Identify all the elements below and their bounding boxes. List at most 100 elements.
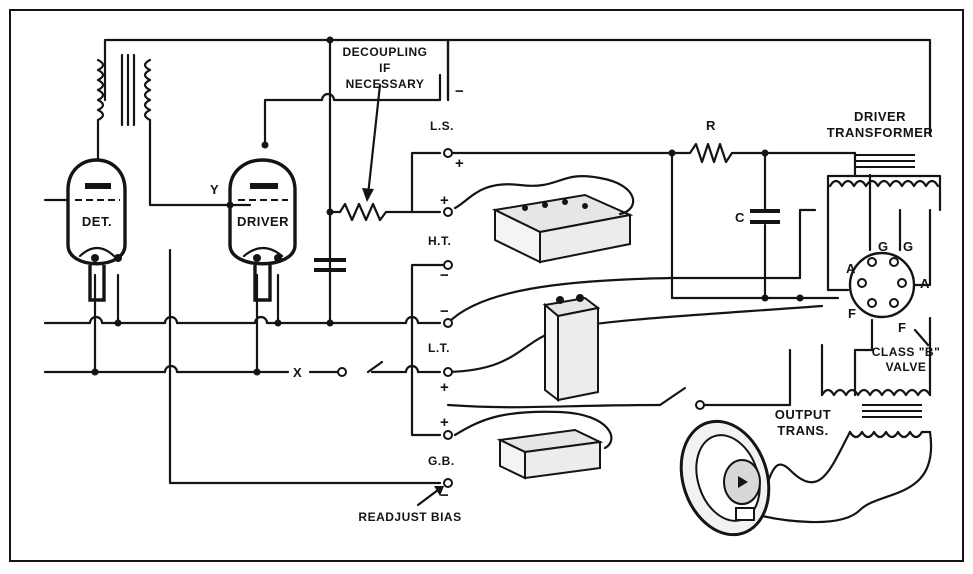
input-primary-coil — [96, 58, 105, 122]
class-b-label-1: CLASS "B" — [872, 345, 941, 359]
terminal-lt-plus — [443, 367, 453, 377]
wire-speaker-2 — [760, 430, 933, 524]
output-primary-coil — [820, 388, 932, 397]
det-pin-2 — [114, 254, 122, 262]
terminal-lt-minus — [443, 318, 453, 328]
wire-ct — [853, 318, 874, 397]
pin-f1-label: F — [848, 306, 856, 321]
wire-top-left — [103, 38, 332, 325]
decoupling-label-3: NECESSARY — [346, 77, 425, 91]
ls-minus-sign: − — [455, 83, 464, 100]
wire-switch2-right — [698, 348, 792, 407]
junction-decoupling — [326, 208, 334, 216]
wire-ht-minus — [410, 263, 450, 437]
decoupling-arrow-head — [362, 188, 374, 202]
plus-mid-sign: + — [440, 192, 449, 209]
output-trans-label-2: TRANS. — [777, 423, 828, 438]
gb-label: G.B. — [428, 454, 455, 468]
wire-lt-plus — [370, 364, 442, 374]
wire-anode-left — [826, 208, 850, 292]
output-transformer — [820, 388, 932, 439]
wire-lt-bus — [43, 364, 290, 374]
wire-top-right — [446, 38, 932, 137]
lt-battery-illustration — [542, 294, 601, 403]
r-label: R — [706, 118, 716, 133]
ls-label: L.S. — [430, 119, 454, 133]
wire-resistor-r — [670, 142, 767, 212]
lt-minus-sign: − — [440, 303, 449, 320]
driver-transformer-label-1: DRIVER — [854, 109, 906, 124]
det-base — [88, 265, 106, 302]
class-b-arrow — [913, 328, 930, 347]
bias-arrow-head — [434, 486, 444, 496]
loudspeaker-illustration — [679, 419, 771, 537]
input-transformer — [96, 53, 152, 127]
ls-plus-sign: + — [455, 155, 464, 172]
wire-y — [148, 118, 252, 207]
wire-anode-right — [910, 208, 932, 287]
det-valve-envelope — [66, 158, 127, 266]
switch-2-blade — [658, 386, 687, 407]
input-secondary-coil — [143, 58, 152, 122]
lt-label: L.T. — [428, 341, 450, 355]
pin-a2-label: A — [920, 276, 930, 291]
readjust-bias-label: READJUST BIAS — [358, 510, 461, 524]
junctions — [91, 36, 804, 376]
ht-minus-sign: − — [440, 267, 449, 284]
driver-trans-frame — [826, 174, 942, 212]
terminal-switch2 — [695, 400, 705, 410]
terminals — [337, 148, 705, 488]
class-b-valve — [848, 251, 916, 319]
c-label: C — [735, 210, 745, 225]
output-secondary-coil — [848, 430, 932, 439]
driver-transformer — [826, 154, 942, 212]
wire-gb — [168, 248, 442, 485]
coupling-capacitor — [314, 258, 346, 272]
class-b-label-2: VALVE — [886, 360, 927, 374]
driver-transformer-label-2: TRANSFORMER — [827, 125, 934, 140]
terminal-gb-plus — [443, 430, 453, 440]
det-valve: DET. — [66, 158, 127, 302]
terminal-gb-minus — [443, 478, 453, 488]
bias-arrow-shaft — [416, 488, 440, 507]
driver-valve: DRIVER — [228, 158, 297, 302]
pin-a1-label: A — [846, 261, 856, 276]
driver-plate — [250, 183, 278, 189]
terminal-plus-mid — [443, 207, 453, 217]
lt-plus-sign: + — [440, 379, 449, 396]
gb-battery-illustration — [453, 410, 613, 480]
wires — [43, 38, 933, 524]
driver-valve-envelope — [228, 158, 297, 266]
ht-battery-illustration — [453, 174, 635, 264]
driver-trans-coil — [828, 179, 940, 188]
driver-pin-1 — [253, 254, 261, 262]
det-filament — [78, 246, 116, 258]
gb-minus-sign: − — [440, 487, 449, 504]
driver-pin-2 — [274, 254, 282, 262]
pin-g2-label: G — [903, 239, 914, 254]
diagram-border — [9, 9, 964, 562]
decoupling-label-2: IF — [379, 61, 391, 75]
x-label: X — [293, 365, 302, 380]
driver-filament — [242, 246, 284, 258]
wire-driver-plate — [263, 73, 442, 147]
driver-base — [253, 265, 272, 302]
det-plate — [85, 183, 111, 189]
wire-neg-to-valve — [446, 208, 817, 325]
y-label: Y — [210, 182, 219, 197]
ht-label: H.T. — [428, 234, 451, 248]
capacitor-c — [750, 209, 780, 224]
wire-lt-to-valve — [446, 304, 824, 374]
junction-y — [226, 201, 234, 209]
det-pin-1 — [91, 254, 99, 262]
terminal-ls-plus — [443, 148, 453, 158]
driver-label: DRIVER — [237, 214, 289, 229]
wire-neg-bus — [43, 315, 442, 325]
terminal-ht-minus — [443, 260, 453, 270]
pin-g1-label: G — [878, 239, 889, 254]
det-label: DET. — [82, 214, 112, 229]
terminal-x — [337, 367, 347, 377]
wire-switch2 — [446, 403, 662, 409]
